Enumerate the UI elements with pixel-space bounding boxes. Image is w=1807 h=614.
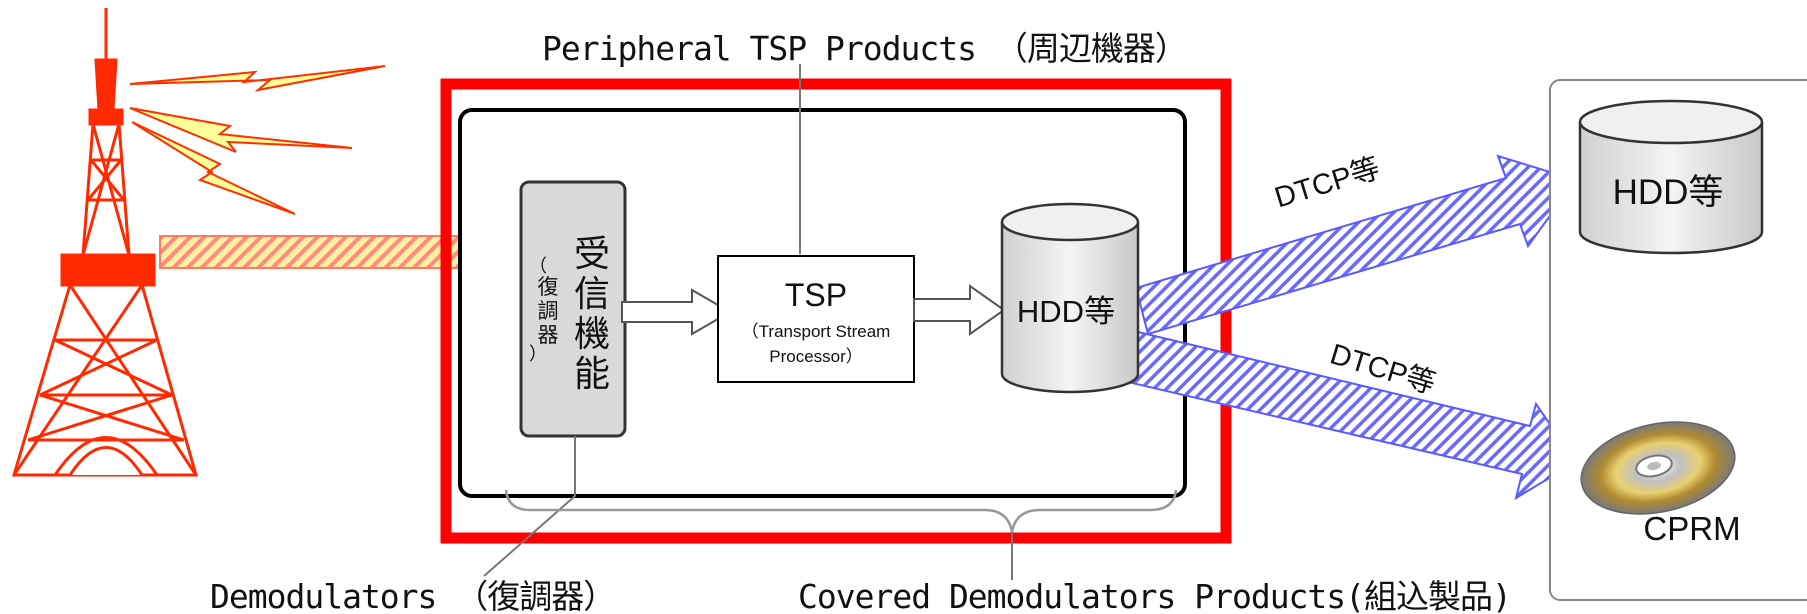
dtcp-lower-arrow — [1126, 330, 1578, 501]
svg-text:機: 機 — [574, 313, 610, 354]
receiver-sub-label: （ 復 調 器 ） — [529, 256, 559, 364]
tsp-title: TSP — [785, 277, 847, 313]
svg-text:復: 復 — [538, 276, 559, 299]
cprm-label: CPRM — [1643, 510, 1740, 547]
dtcp-upper-label: DTCP等 — [1271, 151, 1384, 214]
svg-text:器: 器 — [538, 324, 559, 347]
svg-text:（: （ — [529, 256, 547, 276]
covered-products-label: Covered Demodulators Products(組込製品) — [798, 577, 1511, 614]
inner-hdd-label: HDD等 — [1017, 294, 1115, 329]
disc-icon — [1580, 421, 1736, 515]
tsp-box — [717, 255, 915, 383]
demodulators-label: Demodulators （復調器） — [210, 577, 615, 614]
receiver-to-tsp-arrow — [621, 288, 732, 336]
inner-hdd-icon — [1000, 202, 1140, 394]
svg-text:信: 信 — [574, 273, 610, 314]
svg-text:受: 受 — [574, 233, 610, 274]
tsp-subtitle-line1: （Transport Stream — [742, 322, 891, 341]
svg-text:）: ） — [529, 344, 547, 364]
tsp-to-hdd-arrow — [913, 284, 1006, 336]
external-hdd-label: HDD等 — [1613, 173, 1724, 212]
svg-text:調: 調 — [538, 300, 559, 323]
demodulator-leader-line — [483, 436, 576, 577]
broadcast-tower-icon — [11, 8, 198, 477]
svg-text:能: 能 — [574, 353, 610, 394]
broadcast-signal-icon — [129, 65, 386, 215]
peripheral-products-label: Peripheral TSP Products （周辺機器） — [542, 29, 1187, 68]
receiver-main-label: 受 信 機 能 — [574, 233, 610, 394]
tsp-subtitle-line2: Processor） — [769, 347, 863, 366]
external-hdd-icon — [1578, 99, 1764, 255]
